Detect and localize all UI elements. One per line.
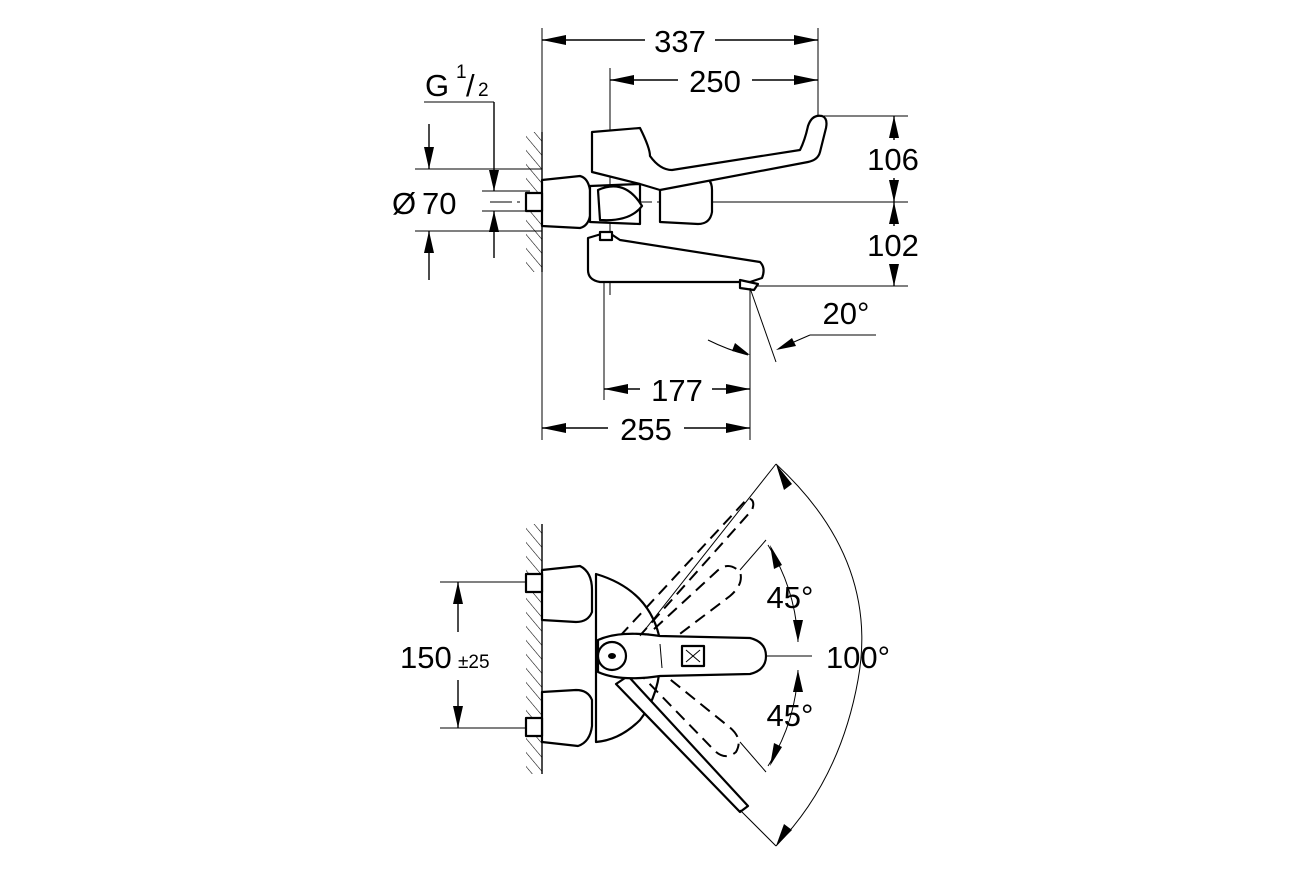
dim-337-label: 337 [654, 24, 706, 59]
lever-positions-dashed [619, 496, 755, 758]
dim-102-label: 102 [867, 228, 919, 263]
dim-102: 102 [867, 202, 919, 286]
dim-255-label: 255 [620, 412, 672, 447]
inlet-tolerance: ±25 [458, 652, 490, 673]
dim-177-label: 177 [651, 373, 703, 408]
lever-total-angle: 100° [826, 640, 890, 675]
front-view: 45° 45° 100° 150 ±25 [400, 463, 890, 847]
inlet-upper [524, 564, 594, 624]
inlet-centres-value: 150 [400, 640, 452, 675]
thread-callout: G 1 / 2 [424, 62, 499, 258]
dim-250: 250 [610, 64, 818, 99]
dim-255: 255 [542, 412, 750, 447]
lever-angle-lower: 45° [767, 698, 814, 733]
diameter-value: 70 [422, 186, 456, 221]
dim-337: 337 [542, 24, 818, 59]
thread-denominator: 2 [478, 80, 489, 101]
dim-106: 106 [867, 116, 919, 202]
spout-angle-line [749, 287, 777, 363]
tap-body-side [524, 114, 828, 292]
angle-arcs [639, 463, 863, 847]
thread-numerator: 1 [456, 62, 467, 83]
dim-177: 177 [604, 373, 750, 408]
dim-250-label: 250 [689, 64, 741, 99]
spout-angle-label: 20° [823, 296, 870, 331]
lever-handle [596, 632, 768, 680]
dim-diameter-70: Ø 70 [392, 124, 456, 280]
thread-letter: G [425, 68, 449, 103]
diameter-symbol: Ø [392, 186, 416, 221]
inlet-lower [524, 688, 594, 748]
lever-long [614, 674, 750, 814]
thread-slash: / [466, 68, 475, 103]
dim-150: 150 ±25 [400, 582, 490, 728]
side-view: 337 250 106 102 20° [392, 24, 919, 447]
dim-106-label: 106 [867, 142, 919, 177]
lever-angle-upper: 45° [767, 580, 814, 615]
